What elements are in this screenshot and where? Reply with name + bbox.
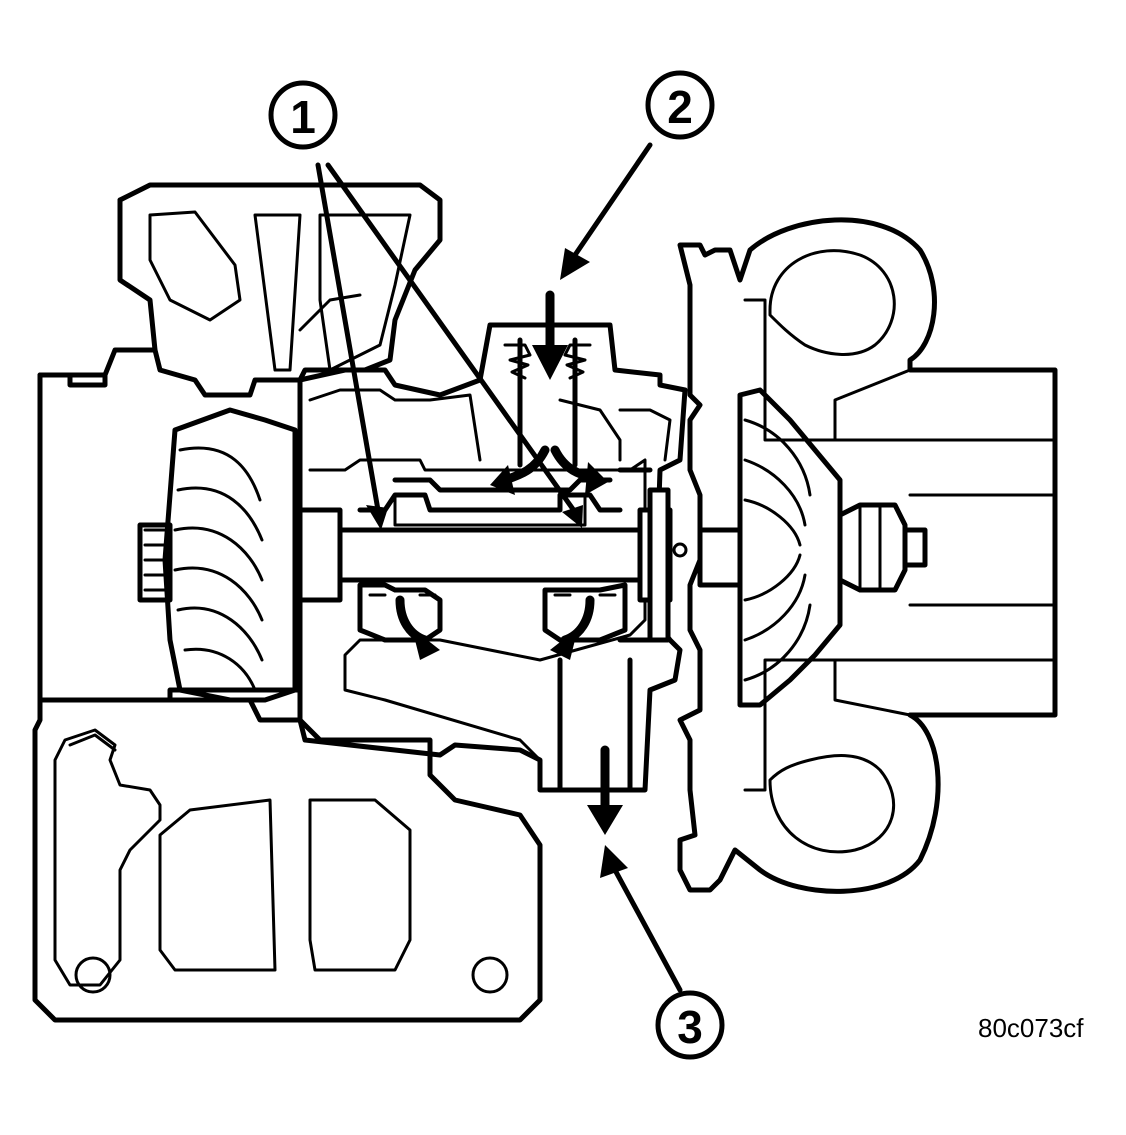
- turbine-housing: [32, 182, 543, 1023]
- shaft-and-bearings: [297, 467, 688, 643]
- turbine-wheel: [137, 407, 298, 703]
- leader-lines: [315, 142, 683, 993]
- compressor-housing: [677, 217, 1058, 894]
- figure-code: 80c073cf: [978, 1013, 1084, 1043]
- callout-2: 2: [645, 70, 715, 140]
- callout-3-label: 3: [677, 1001, 703, 1053]
- callout-1-label: 1: [290, 91, 316, 143]
- oil-flow-arrows: [395, 290, 623, 835]
- compressor-wheel: [697, 387, 928, 708]
- callout-3: 3: [655, 990, 725, 1060]
- callout-1: 1: [268, 80, 338, 150]
- callout-2-label: 2: [667, 81, 693, 133]
